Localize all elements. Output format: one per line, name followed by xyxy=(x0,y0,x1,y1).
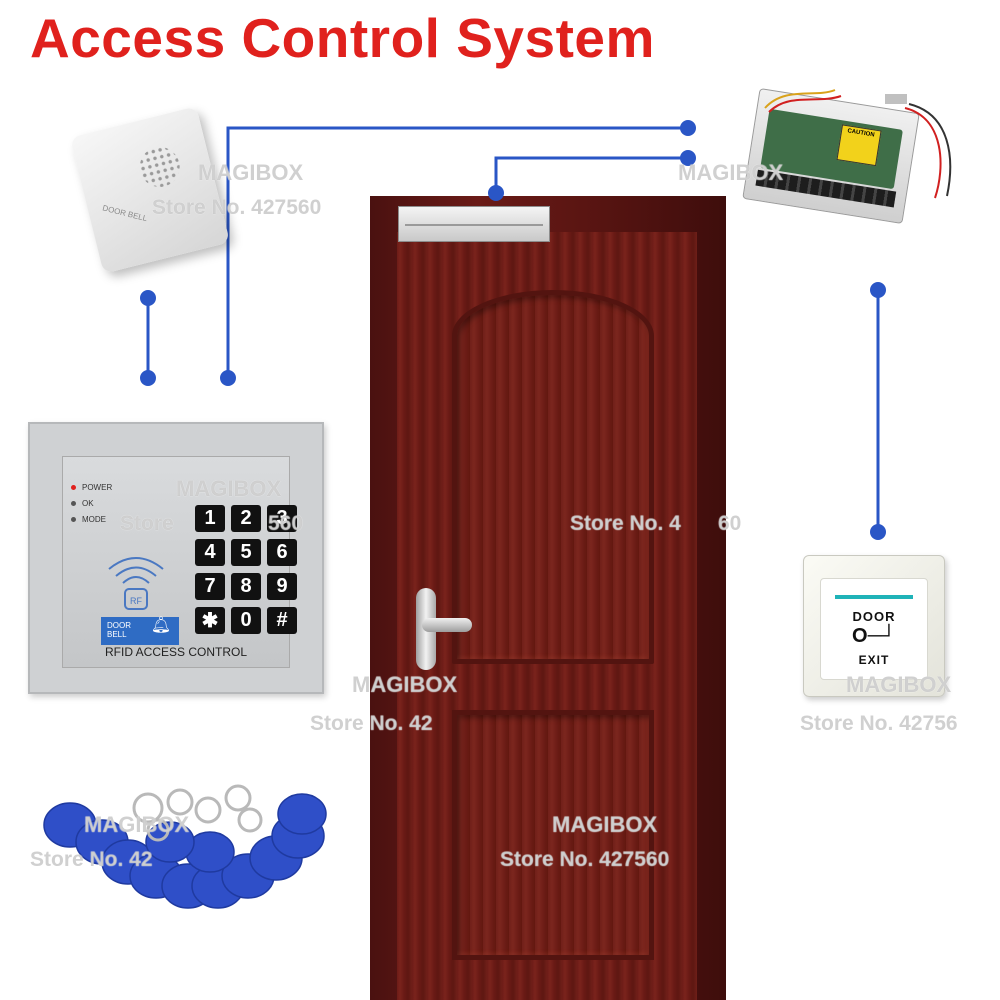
rfid-keypad: POWER OK MODE RF 1 2 3 4 5 6 7 8 9 ✱ 0 #… xyxy=(28,422,324,694)
keypad-label: RFID ACCESS CONTROL xyxy=(104,645,248,659)
led-mode: MODE xyxy=(71,515,106,524)
key-0[interactable]: 0 xyxy=(231,607,261,634)
key-icon: O─┘ xyxy=(852,625,896,647)
key-3[interactable]: 3 xyxy=(267,505,297,532)
keypad-keys: 1 2 3 4 5 6 7 8 9 ✱ 0 # xyxy=(195,505,297,634)
door-panel-top xyxy=(452,290,654,664)
led-power: POWER xyxy=(71,483,112,492)
rf-wave-icon: RF xyxy=(108,557,164,610)
watermark-store: Store No. 427560 xyxy=(500,848,670,871)
doorbell-button-label-1: DOOR xyxy=(107,621,131,630)
exit-exit-label: EXIT xyxy=(858,653,890,667)
watermark-store-partial: Store No. 42 xyxy=(310,712,433,735)
watermark-brand: MAGIBOX xyxy=(352,672,458,697)
key-2[interactable]: 2 xyxy=(231,505,261,532)
door-panel-bottom xyxy=(452,710,654,960)
doorbell-button[interactable]: DOOR BELL 🔔︎ xyxy=(101,617,179,645)
exit-door-label: DOOR xyxy=(852,609,896,624)
magnetic-lock-icon xyxy=(398,206,550,242)
watermark-brand: MAGIBOX xyxy=(678,160,784,185)
key-7[interactable]: 7 xyxy=(195,573,225,600)
watermark-store-partial: Store xyxy=(120,512,174,535)
key-star[interactable]: ✱ xyxy=(195,607,225,634)
exit-button[interactable]: DOOR O─┘ EXIT xyxy=(820,578,928,680)
wire-node xyxy=(220,370,236,386)
watermark-store-partial: 60 xyxy=(718,512,742,535)
exit-button-plate: DOOR O─┘ EXIT xyxy=(803,555,945,697)
key-1[interactable]: 1 xyxy=(195,505,225,532)
watermark-brand: MAGIBOX xyxy=(846,672,952,697)
wire-node xyxy=(140,290,156,306)
rfid-tag-icon xyxy=(43,784,327,909)
key-9[interactable]: 9 xyxy=(267,573,297,600)
watermark-brand: MAGIBOX xyxy=(552,812,658,837)
watermark-store: Store No. 427560 xyxy=(152,196,322,219)
wire-node xyxy=(488,185,504,201)
key-5[interactable]: 5 xyxy=(231,539,261,566)
watermark-brand: MAGIBOX xyxy=(84,812,190,837)
watermark-store-partial: 560 xyxy=(268,512,304,535)
wire-node xyxy=(680,120,696,136)
doorbell-button-label-2: BELL xyxy=(107,630,127,639)
speaker-holes xyxy=(135,142,184,192)
watermark-brand: MAGIBOX xyxy=(198,160,304,185)
watermark-store-partial: Store No. 4 xyxy=(570,512,681,535)
keypad-face: POWER OK MODE RF 1 2 3 4 5 6 7 8 9 ✱ 0 #… xyxy=(62,456,297,668)
watermark-store-partial: Store No. 42 xyxy=(30,848,153,871)
rf-label: RF xyxy=(130,596,142,606)
watermark-brand: MAGIBOX xyxy=(176,476,282,501)
wire-node xyxy=(680,150,696,166)
page-title: Access Control System xyxy=(30,7,655,69)
wire-node xyxy=(140,370,156,386)
wire-lock-to-psu xyxy=(494,156,688,193)
doorbell-label: DOOR BELL xyxy=(101,203,149,224)
psu-wires xyxy=(764,89,952,199)
key-hash[interactable]: # xyxy=(267,607,297,634)
wire-keypad-to-psu xyxy=(226,126,688,378)
bell-icon: 🔔︎ xyxy=(150,617,171,634)
wire-node xyxy=(870,282,886,298)
door-handle-lever xyxy=(422,618,472,632)
watermark-store: Store No. 42756 xyxy=(800,712,958,735)
key-8[interactable]: 8 xyxy=(231,573,261,600)
exit-button-accent xyxy=(835,595,913,599)
key-4[interactable]: 4 xyxy=(195,539,225,566)
wire-node xyxy=(870,524,886,540)
key-6[interactable]: 6 xyxy=(267,539,297,566)
led-ok: OK xyxy=(71,499,94,508)
